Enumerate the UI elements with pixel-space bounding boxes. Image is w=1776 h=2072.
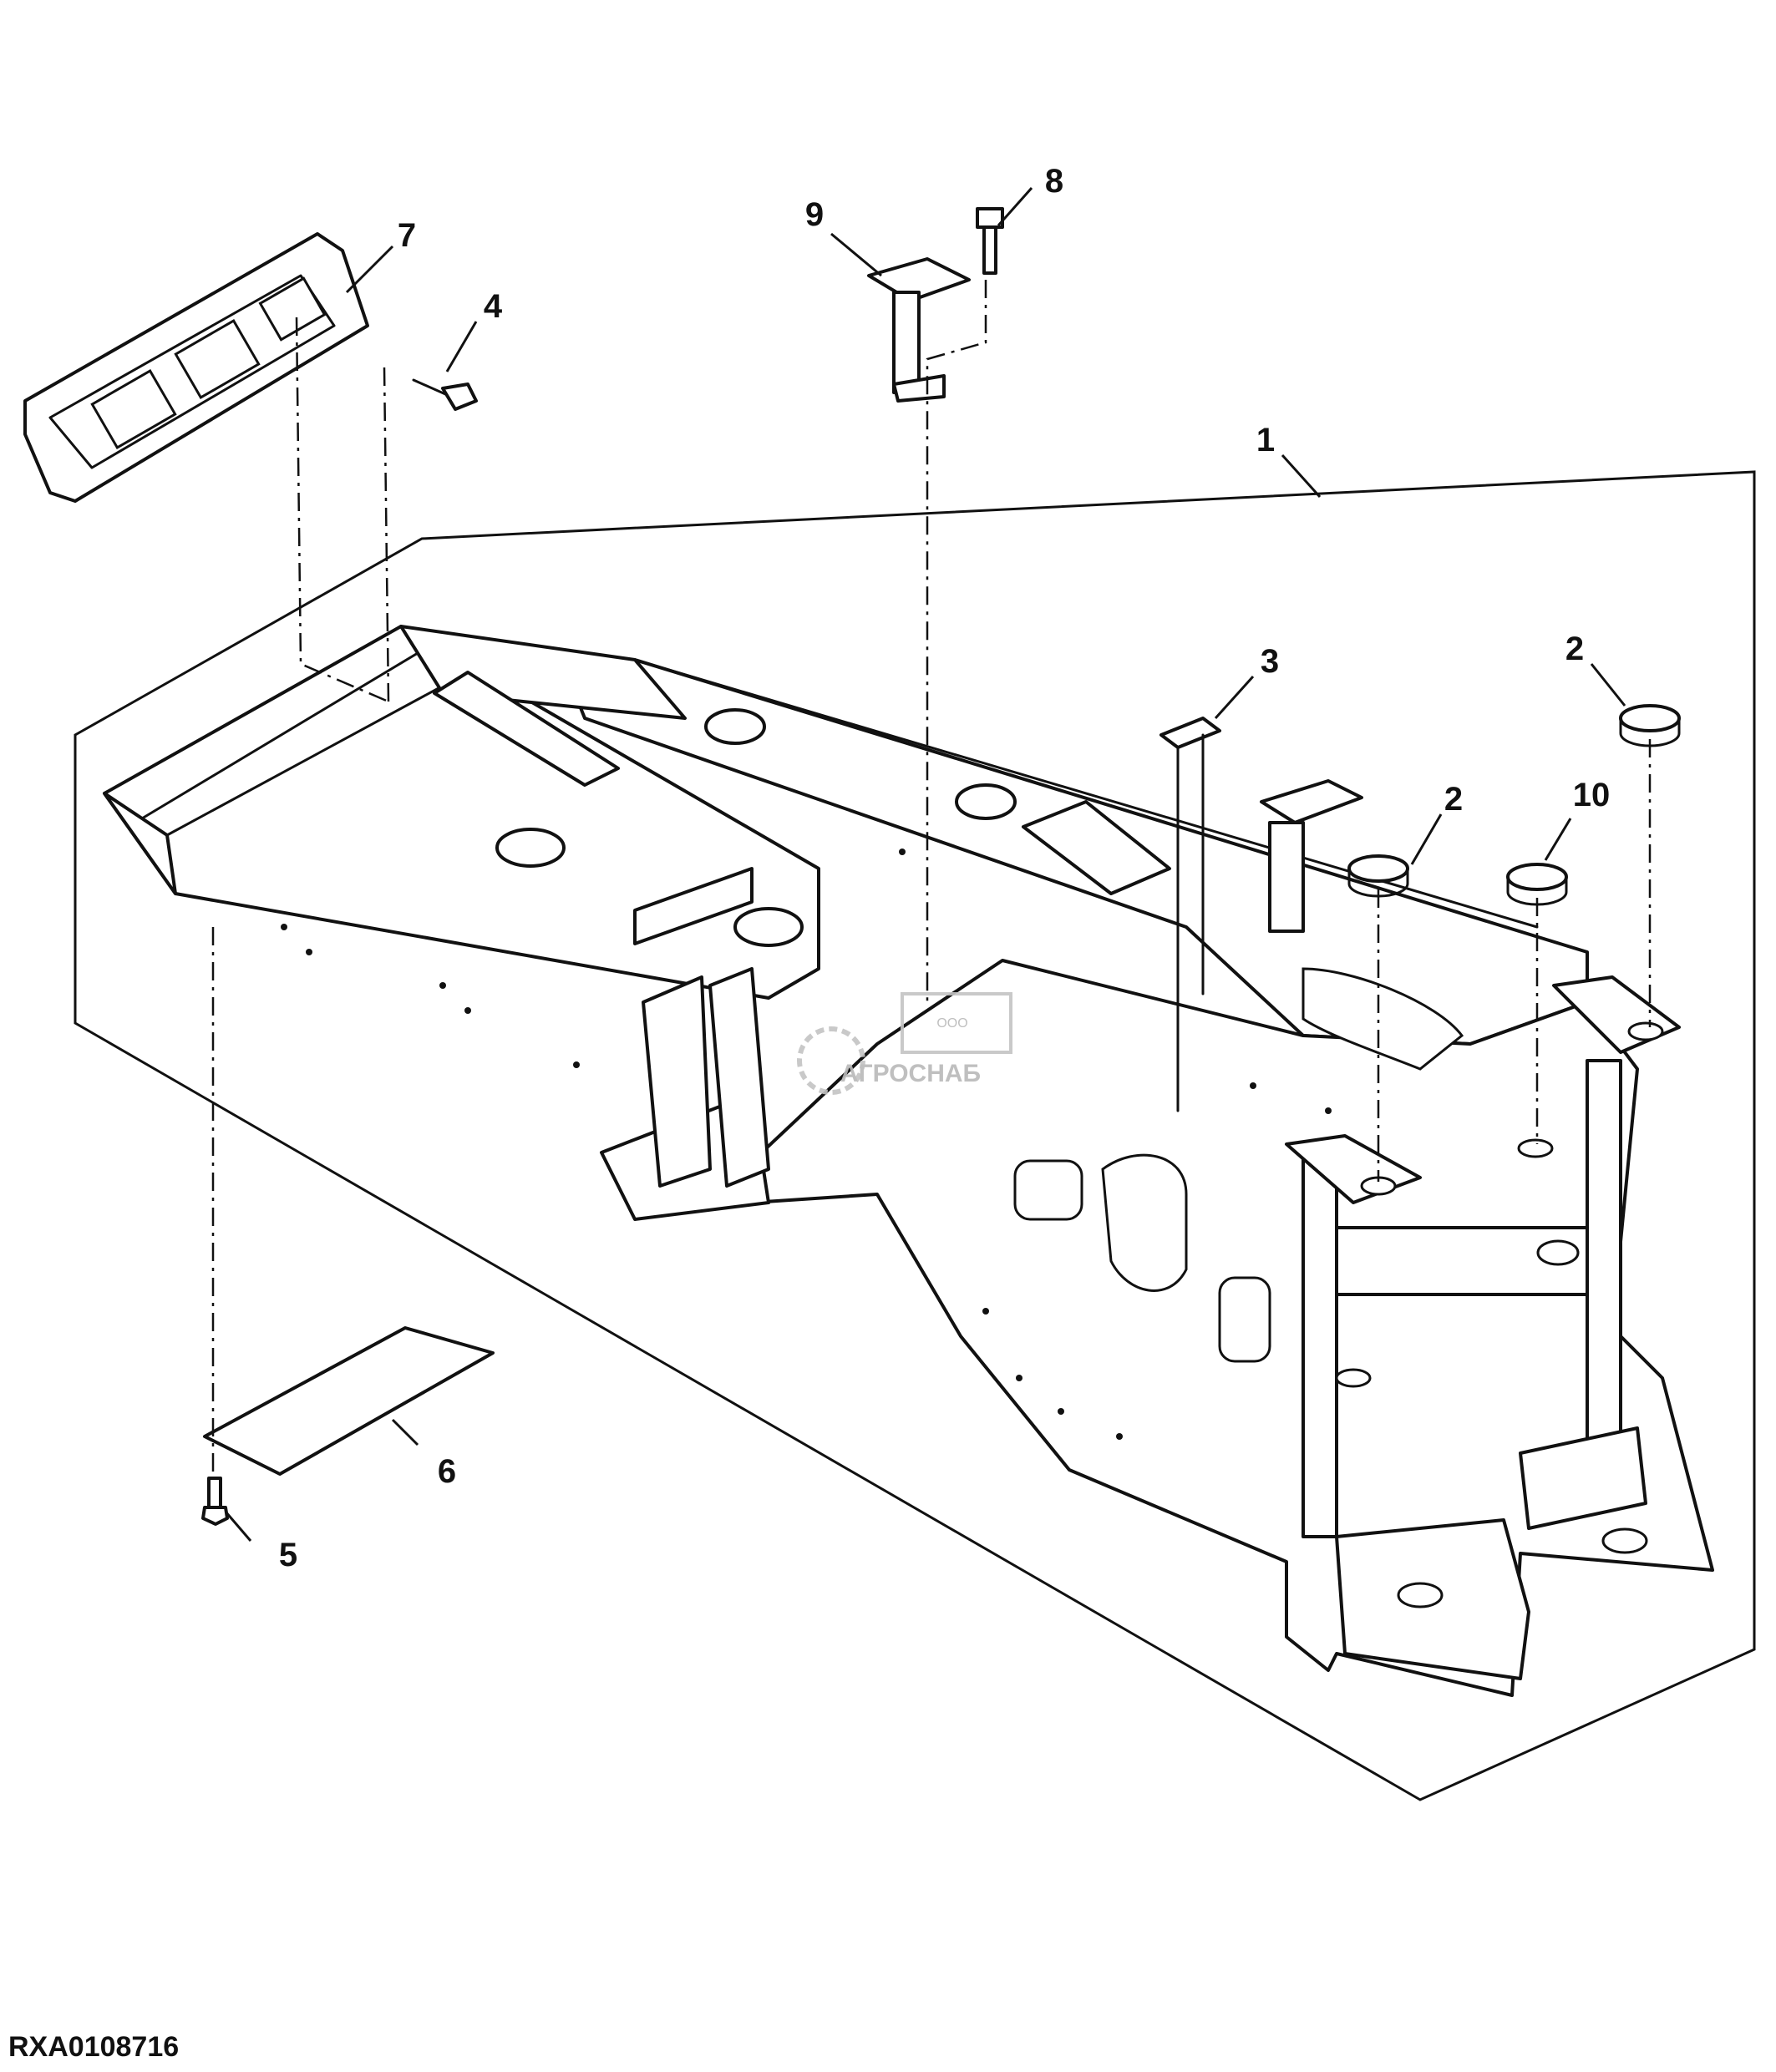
callout-1: 1	[1256, 422, 1275, 458]
callout-6: 6	[438, 1453, 456, 1490]
cover-plate-part	[203, 1326, 495, 1476]
watermark-brand: АГРОСНАБ	[840, 1060, 981, 1087]
callout-4: 4	[484, 288, 503, 325]
main-frame	[103, 625, 1714, 1697]
step-part	[867, 257, 971, 403]
callout-5: 5	[279, 1537, 297, 1573]
frame-kit-boundary	[74, 470, 1756, 1801]
callout-labels: 1 2 2 3 4 5 6 7 8 9 10	[279, 163, 1610, 1573]
cap-screw-part	[201, 1477, 229, 1526]
flange-bolt-part	[412, 378, 478, 411]
callout-2a: 2	[1444, 781, 1463, 818]
callout-2b: 2	[1565, 631, 1584, 667]
counterweight-part	[23, 232, 369, 503]
bushing-parts	[1347, 704, 1681, 906]
callout-3: 3	[1261, 643, 1279, 680]
leader-lines	[224, 187, 1626, 1542]
callout-8: 8	[1045, 163, 1063, 200]
watermark: ООО АГРОСНАБ	[797, 992, 1012, 1095]
bolt-part	[976, 207, 1004, 275]
bracket-part	[1159, 717, 1221, 1112]
callout-7: 7	[398, 217, 416, 254]
callout-9: 9	[805, 196, 824, 233]
figure-reference-id: RXA0108716	[8, 2031, 179, 2063]
watermark-top-text: ООО	[936, 1016, 967, 1031]
assembly-lines	[211, 280, 1652, 1478]
callout-10: 10	[1573, 777, 1611, 813]
